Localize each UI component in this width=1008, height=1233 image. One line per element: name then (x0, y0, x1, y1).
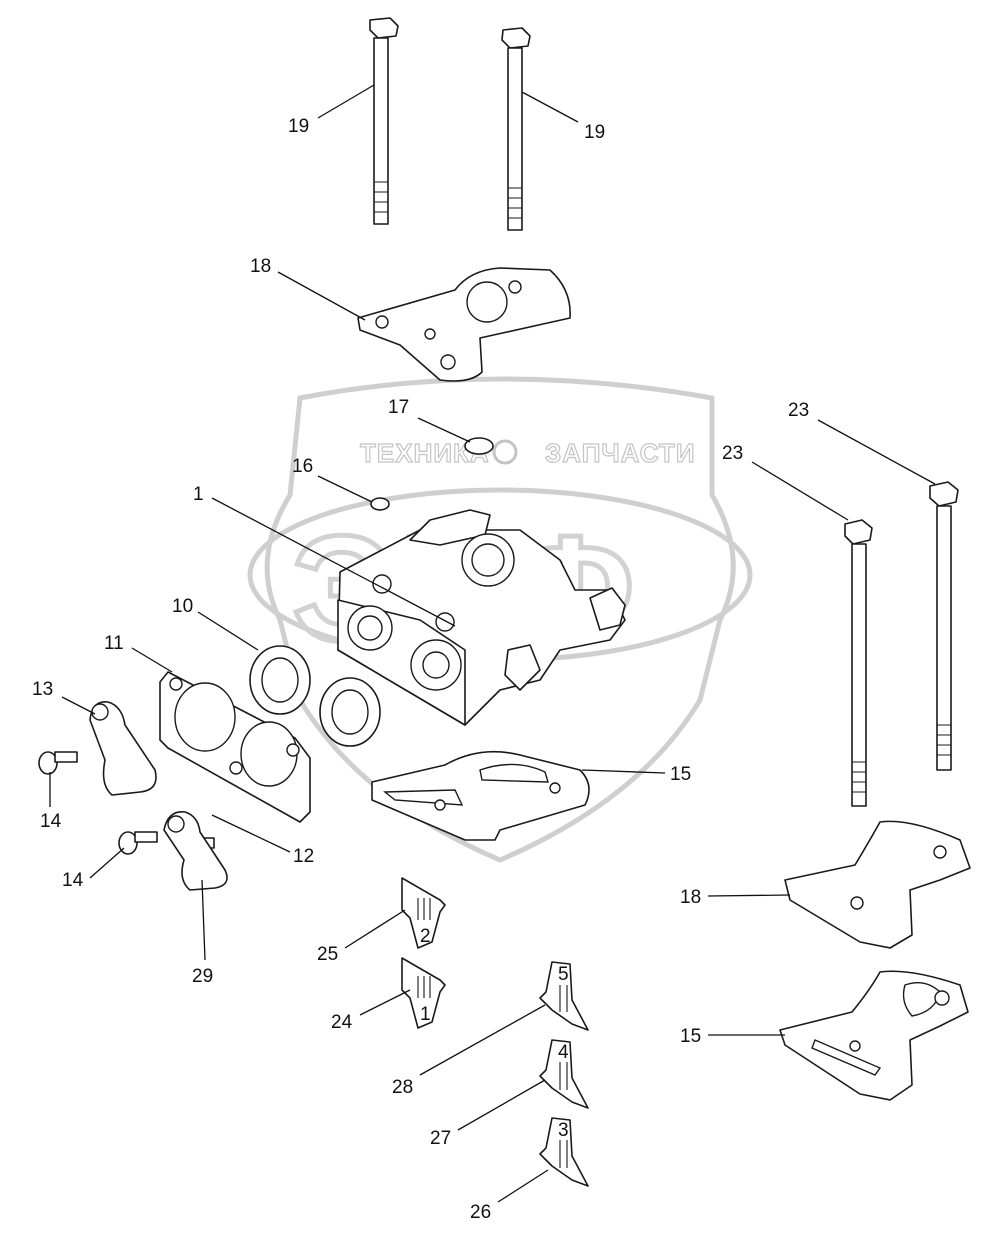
decal-28: 5 (539, 961, 589, 1031)
callout-19-right: 19 (584, 122, 605, 143)
callout-27: 27 (430, 1128, 451, 1149)
decal-24-number: 1 (420, 1004, 431, 1025)
bolt-19-left (369, 17, 399, 225)
o-ring-17 (464, 437, 494, 455)
decal-25-number: 2 (420, 926, 431, 947)
valve-body-1 (337, 509, 626, 726)
callout-labels: 19 19 18 17 16 1 23 23 10 11 13 14 14 12… (32, 116, 809, 1223)
bolt-19-right (501, 27, 531, 231)
watermark-gear-icon (492, 439, 518, 465)
decal-26-number: 3 (558, 1120, 569, 1141)
decal-25: 2 (401, 877, 446, 949)
decal-27-number: 4 (558, 1042, 569, 1063)
seal-10-right (319, 677, 381, 747)
callout-17: 17 (388, 397, 409, 418)
bolt-23-right (929, 481, 959, 771)
callout-26: 26 (470, 1202, 491, 1223)
gasket-15-center (371, 750, 590, 841)
bolt-23-left (844, 519, 873, 807)
callout-28: 28 (392, 1077, 413, 1098)
callout-19-left: 19 (288, 116, 309, 137)
callout-15-center: 15 (670, 764, 691, 785)
callout-13: 13 (32, 679, 53, 700)
decal-27: 4 (539, 1039, 589, 1109)
decal-28-number: 5 (558, 964, 569, 985)
gasket-15-right (779, 970, 969, 1101)
screw-14-upper (38, 751, 78, 775)
callout-14-lower: 14 (62, 870, 84, 891)
callout-15-right: 15 (680, 1026, 701, 1047)
o-ring-16 (370, 497, 390, 511)
seal-10-left (249, 645, 311, 715)
callout-14-upper: 14 (40, 811, 62, 832)
callout-12: 12 (293, 846, 314, 867)
callout-18-top: 18 (250, 256, 271, 277)
latch-29 (163, 811, 228, 891)
callout-10: 10 (172, 596, 193, 617)
callout-24: 24 (331, 1012, 353, 1033)
screw-14-lower (118, 831, 158, 855)
callout-1: 1 (193, 484, 204, 505)
plate-18-top (357, 267, 571, 382)
plate-18-right (784, 820, 971, 949)
callout-25: 25 (317, 944, 338, 965)
decal-24: 1 (401, 957, 446, 1029)
latch-13 (89, 701, 157, 796)
callout-11: 11 (104, 633, 124, 654)
callout-23-right: 23 (788, 400, 809, 421)
callout-29: 29 (192, 966, 213, 987)
cover-plate-11 (159, 671, 311, 823)
watermark-right-word: ЗАПЧАСТИ (545, 438, 696, 468)
decal-26: 3 (539, 1117, 589, 1187)
leader-lines (49, 84, 936, 1203)
callout-16: 16 (292, 456, 313, 477)
callout-23-left: 23 (722, 443, 743, 464)
callout-18-right: 18 (680, 887, 701, 908)
